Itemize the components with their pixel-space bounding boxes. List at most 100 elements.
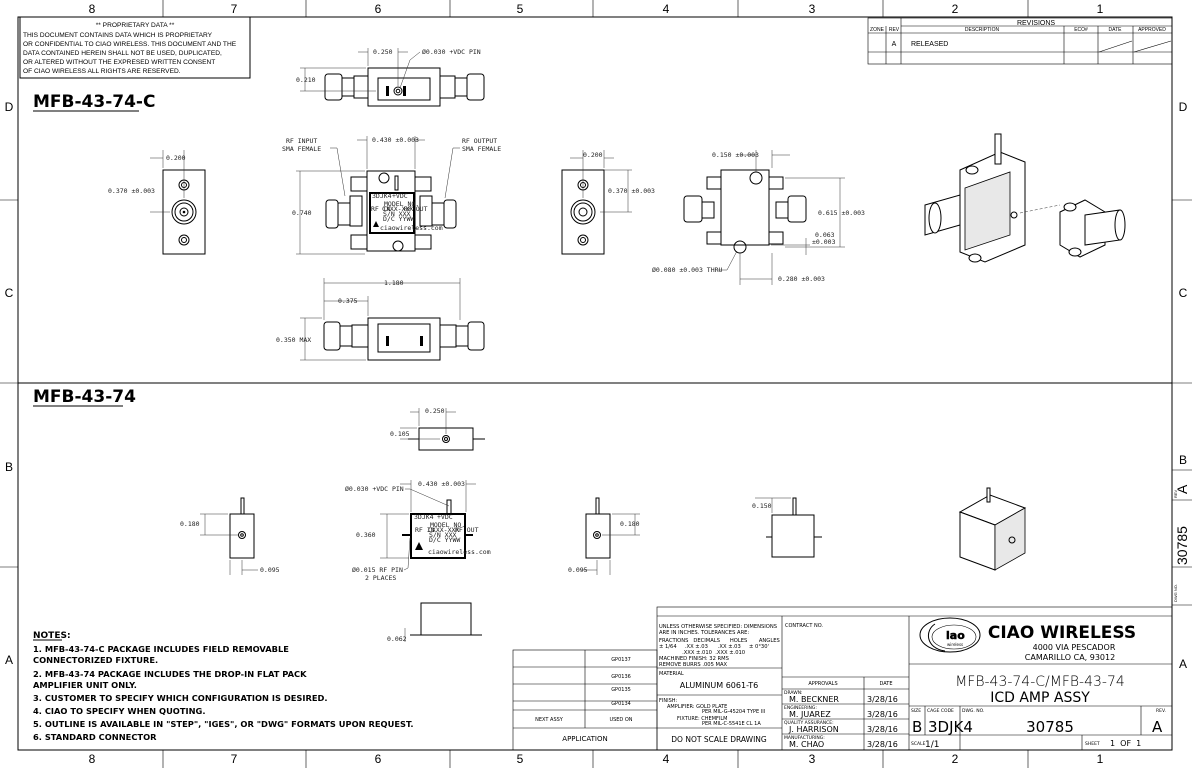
label-text: ciaowireless.com: [428, 548, 491, 556]
approval-name: M. BECKNER: [789, 695, 839, 704]
label-text: RF IN: [371, 205, 391, 213]
date-label: DATE: [879, 681, 892, 687]
proprietary-line: DATA CONTAINED HEREIN SHALL NOT BE USED,…: [23, 50, 222, 57]
used-on-label: USED ON: [609, 717, 632, 723]
dim-label: 0.150: [752, 502, 772, 510]
margin-dwg-label: DWG NO.: [1173, 584, 1178, 602]
rev-value: A: [892, 41, 897, 48]
zone-col: 7: [231, 2, 238, 16]
zone-row: C: [1179, 286, 1188, 300]
label-text: CXXX-XXX: [382, 205, 413, 213]
tolerance-line: UNLESS OTHERWISE SPECIFIED: DIMENSIONS: [659, 624, 777, 630]
used-on-value: GP0134: [611, 701, 631, 707]
approval-name: J. HARRISON: [788, 725, 839, 734]
dim-label: 0.180: [180, 520, 200, 528]
label-text: +VDC: [437, 513, 453, 521]
dwg-number: 30785: [1026, 718, 1074, 736]
bottom-view-c: 0.150 ±0.003 0.615 ±0.003 0.063 ±0.003 Ø…: [652, 150, 865, 285]
margin-rev-label: REV: [1173, 489, 1178, 498]
zone-row: D: [1179, 100, 1188, 114]
note-item: 2. MFB-43-74 PACKAGE INCLUDES THE DROP-I…: [33, 669, 307, 679]
dim-label: Ø0.015 RF PIN: [352, 566, 403, 574]
note-item: AMPLIFIER UNIT ONLY.: [33, 680, 137, 690]
dim-label: 0.180: [620, 520, 640, 528]
rev-header: ECO#: [1074, 27, 1088, 33]
drawing-title: MFB-43-74-C/MFB-43-74: [955, 674, 1125, 690]
company-address: 4000 VIA PESCADOR: [1033, 643, 1116, 652]
zone-col: 6: [375, 2, 382, 16]
proprietary-line: OR CONFIDENTIAL TO CIAO WIRELESS. THIS D…: [23, 41, 237, 48]
notes: NOTES: 1. MFB-43-74-C PACKAGE INCLUDES F…: [33, 631, 414, 742]
tolerance-line: ± 1/64 .XX ±.03 .XX ±.03 ± 0°30': [659, 644, 769, 650]
zone-row: B: [1179, 453, 1187, 467]
label-text: S/N XXX: [383, 210, 410, 218]
dim-label: RF INPUT: [286, 137, 317, 145]
zone-col: 3: [809, 2, 816, 16]
bottom-view-std: 0.062: [387, 602, 482, 643]
dim-label: 1.180: [384, 279, 404, 287]
label-text: D/C YYWW: [429, 536, 460, 544]
approval-row: ENGINEERING: M. JUAREZ 3/28/16: [784, 705, 898, 719]
cage-value: 3DJK4: [928, 718, 973, 736]
next-assy-label: NEXT ASSY: [535, 717, 564, 723]
label-text: MODEL NO.: [384, 200, 419, 208]
rev-header: APPROVED: [1138, 27, 1166, 33]
zone-row: A: [1179, 657, 1187, 671]
label-text: +VDC: [392, 192, 408, 200]
tolerance-line: MACHINED FINISH: 32 RMS: [659, 656, 729, 662]
dim-label: Ø0.030 +VDC PIN: [422, 48, 481, 56]
approval-row: DRAWN: M. BECKNER 3/28/16: [784, 690, 898, 704]
label-text: 3DJK4: [414, 513, 434, 521]
used-on-value: GP0136: [611, 674, 631, 680]
side-view-c: 1.180 0.375 0.350 MAX: [276, 278, 485, 361]
zone-column-labels: 8 7 6 5 4 3 2 1 8 7 6 5 4 3 2 1: [89, 2, 1104, 766]
scale-value: 1/1: [925, 740, 939, 750]
proprietary-notice: ** PROPRIETARY DATA ** THIS DOCUMENT CON…: [19, 16, 251, 79]
dim-label: SMA FEMALE: [462, 145, 501, 153]
top-view-c: 0.250 Ø0.030 +VDC PIN 0.210: [296, 48, 485, 107]
zone-col: 8: [89, 2, 96, 16]
label-text: S/N XXX: [429, 531, 456, 539]
proprietary-line: OR ALTERED WITHOUT THE EXPRESED WRITTEN …: [23, 59, 215, 66]
tolerance-line: REMOVE BURRS .005 MAX: [659, 662, 728, 668]
note-item: 1. MFB-43-74-C PACKAGE INCLUDES FIELD RE…: [33, 644, 289, 654]
material-value: ALUMINUM 6061-T6: [680, 681, 758, 690]
side-view-std-left: 0.180 0.095: [180, 497, 280, 575]
do-not-scale: DO NOT SCALE DRAWING: [671, 735, 767, 744]
dim-label: 0.250: [425, 407, 445, 415]
used-on-value: GP0135: [611, 687, 631, 693]
dim-label: ±0.003: [812, 238, 836, 246]
approval-date: 3/28/16: [867, 740, 898, 749]
dim-label: 0.105: [390, 430, 410, 438]
zone-row: D: [5, 100, 14, 114]
approvals-label: APPROVALS: [808, 681, 837, 687]
approval-role: ENGINEERING:: [784, 705, 817, 711]
isometric-view-std: 0.150: [752, 497, 822, 558]
margin-rev: A: [1174, 484, 1190, 494]
dim-label: 0.370 ±0.003: [608, 187, 655, 195]
rev-header: DESCRIPTION: [965, 27, 1000, 33]
dim-label: 0.430 ±0.003: [372, 136, 419, 144]
zone-col: 1: [1097, 2, 1104, 16]
zone-row: C: [5, 286, 14, 300]
label-text: RF OUT: [455, 526, 479, 534]
approval-date: 3/28/16: [867, 695, 898, 704]
size-label: SIZE: [911, 708, 921, 714]
zone-col: 2: [952, 2, 959, 16]
dim-label: 0.210: [296, 76, 316, 84]
dim-label: 0.375: [338, 297, 358, 305]
dim-label: 0.350 MAX: [276, 336, 311, 344]
dim-label: Ø0.030 +VDC PIN: [345, 485, 404, 493]
approval-name: M. CHAO: [789, 740, 824, 749]
label-text: ciaowireless.com: [380, 224, 443, 232]
end-view-c-right: 0.200 0.370 ±0.003: [561, 150, 655, 255]
company-address: CAMARILLO CA, 93012: [1025, 653, 1115, 662]
rev-header: REV: [889, 27, 900, 33]
rev-header: DATE: [1109, 27, 1123, 33]
dim-label: RF OUTPUT: [462, 137, 497, 145]
rev-description: RELEASED: [911, 41, 948, 48]
zone-col: 5: [517, 2, 524, 16]
margin-dwg-number: REV A DWG NO. 30785: [1172, 469, 1192, 606]
label-text: RF OUT: [404, 205, 428, 213]
